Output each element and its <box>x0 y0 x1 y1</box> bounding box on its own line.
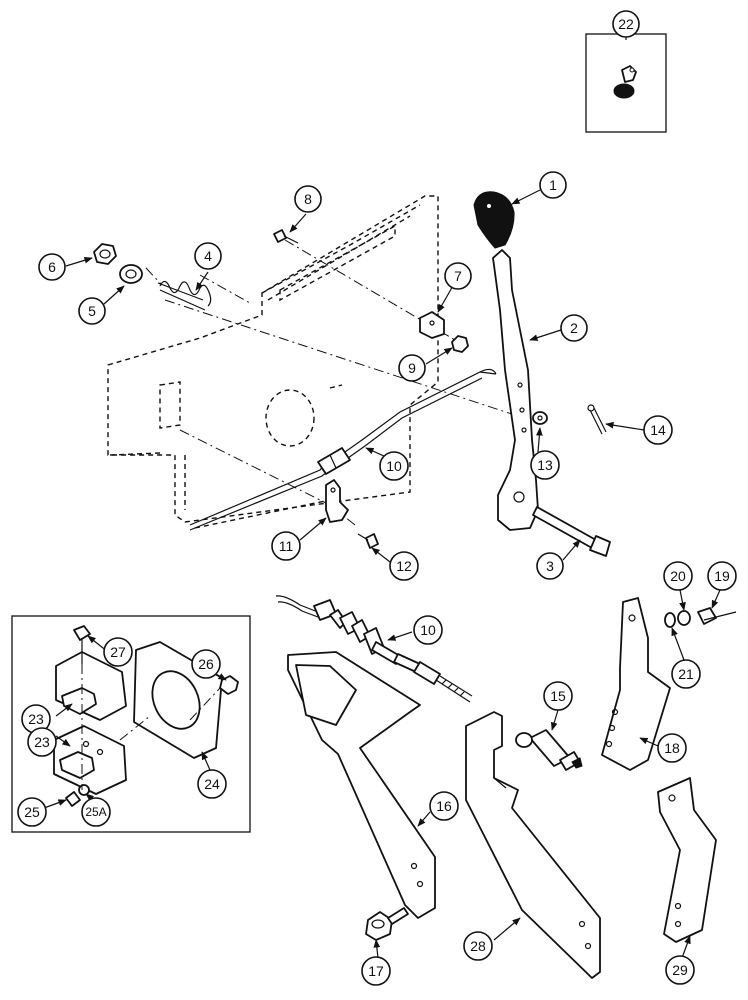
bracket-part-29 <box>657 777 717 943</box>
callout-10-upper: 10 <box>379 451 409 481</box>
callout-8: 8 <box>294 185 322 213</box>
callout-label-11: 11 <box>279 538 294 554</box>
callout-label-22: 22 <box>618 16 634 32</box>
callout-9: 9 <box>398 354 426 382</box>
washer-part-20 <box>677 610 691 626</box>
callout-label-26: 26 <box>198 656 214 672</box>
cable-part-10-lower <box>275 595 473 703</box>
callout-10-lower: 10 <box>413 615 443 645</box>
callout-label-19: 19 <box>714 568 730 584</box>
callout-label-27: 27 <box>110 644 126 660</box>
callout-label-23b: 23 <box>34 734 50 750</box>
callout-label-18: 18 <box>664 740 680 756</box>
callout-label-10a: 10 <box>386 458 402 474</box>
callout-23-upper: 23 <box>21 704 51 734</box>
callout-label-15: 15 <box>550 688 566 704</box>
lever-part-2 <box>492 249 539 531</box>
nut-part-6 <box>93 243 117 265</box>
screw-part-19 <box>697 607 737 625</box>
callout-label-25: 25 <box>24 804 40 820</box>
bracket-part-18 <box>601 597 671 771</box>
callout-24: 24 <box>197 769 227 799</box>
clip-part-22 <box>613 65 637 99</box>
callout-15: 15 <box>543 681 573 711</box>
nut-part-9 <box>451 335 469 353</box>
callout-label-8: 8 <box>304 191 312 207</box>
callout-7: 7 <box>444 262 472 290</box>
callout-22: 22 <box>612 10 640 38</box>
frame-panel <box>107 195 439 529</box>
callout-25a: 25A <box>81 797 111 827</box>
callout-label-16: 16 <box>436 798 452 814</box>
callout-23-lower: 23 <box>27 727 57 757</box>
screw-part-27 <box>73 625 91 664</box>
callout-17: 17 <box>361 956 391 986</box>
washer-part-5 <box>119 264 143 284</box>
bolt-part-3 <box>532 506 611 557</box>
callout-12: 12 <box>389 551 419 581</box>
callout-20: 20 <box>663 561 693 591</box>
callout-label-23a: 23 <box>28 711 44 727</box>
bracket-plate-part-28 <box>465 711 601 979</box>
callout-16: 16 <box>429 791 459 821</box>
clamp-part-11 <box>325 479 349 523</box>
callout-label-17: 17 <box>368 963 384 979</box>
cable-part-10-upper <box>189 368 497 531</box>
callout-1: 1 <box>539 171 567 199</box>
callout-label-28: 28 <box>470 938 486 954</box>
callout-label-7: 7 <box>454 268 462 284</box>
callout-28: 28 <box>463 931 493 961</box>
callout-label-6: 6 <box>48 259 56 275</box>
callout-21: 21 <box>671 659 701 689</box>
switch-part-15 <box>515 729 583 771</box>
callout-label-5: 5 <box>88 303 96 319</box>
spring-part-4 <box>157 280 212 311</box>
callout-11: 11 <box>271 531 301 561</box>
callout-26: 26 <box>191 649 221 679</box>
callout-27: 27 <box>103 637 133 667</box>
callout-label-25a: 25A <box>85 805 106 819</box>
callout-label-2: 2 <box>570 320 578 336</box>
bolt-part-17 <box>365 907 409 941</box>
washer-part-21 <box>664 612 676 628</box>
callout-label-9: 9 <box>408 360 416 376</box>
callout-2: 2 <box>560 314 588 342</box>
inset-box-23-27 <box>11 615 251 833</box>
washer-part-25 <box>65 784 90 807</box>
callout-label-3: 3 <box>546 558 554 574</box>
bracket-part-7 <box>419 311 445 339</box>
callout-5: 5 <box>78 297 106 325</box>
callout-3: 3 <box>536 552 564 580</box>
callout-4: 4 <box>194 242 222 270</box>
callout-19: 19 <box>707 561 737 591</box>
callout-label-29: 29 <box>672 962 688 978</box>
callout-label-20: 20 <box>670 568 686 584</box>
callout-label-4: 4 <box>204 248 212 264</box>
callout-14: 14 <box>643 415 673 445</box>
callout-18: 18 <box>657 733 687 763</box>
washer-part-13 <box>532 411 548 425</box>
callout-label-1: 1 <box>549 177 557 193</box>
plate-part-23-lower <box>53 725 127 795</box>
callout-25: 25 <box>17 797 47 827</box>
callout-label-10b: 10 <box>420 622 436 638</box>
screw-part-12 <box>357 533 379 549</box>
callout-label-21: 21 <box>678 666 694 682</box>
screw-part-8 <box>273 229 299 244</box>
callout-label-24: 24 <box>204 776 220 792</box>
knob-part-1 <box>473 191 515 249</box>
callout-29: 29 <box>665 955 695 985</box>
callout-13: 13 <box>530 450 560 480</box>
pin-part-14 <box>587 404 607 435</box>
inset-box-22 <box>585 33 667 133</box>
bracket-plate-part-16 <box>287 651 436 919</box>
callout-label-12: 12 <box>396 558 412 574</box>
callout-6: 6 <box>38 253 66 281</box>
callout-label-13: 13 <box>537 457 553 473</box>
callout-label-14: 14 <box>650 422 666 438</box>
